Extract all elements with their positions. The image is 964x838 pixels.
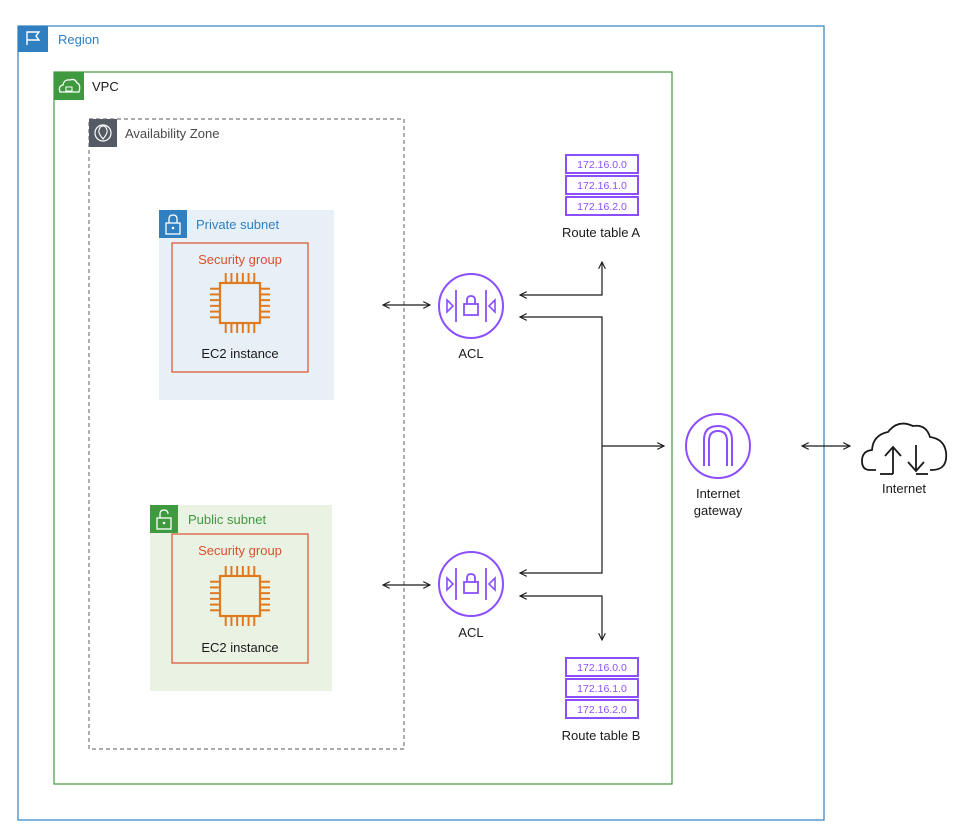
availability-zone-border <box>88 118 405 750</box>
private-subnet-box <box>159 210 334 400</box>
internet-group: Internet <box>861 422 948 496</box>
acl-top-group: ACL <box>438 273 504 361</box>
internet-label: Internet <box>882 481 926 496</box>
route-table-entry-box <box>565 699 639 719</box>
private-ec2-instance-label: EC2 instance <box>201 346 278 361</box>
network-acl-icon <box>438 273 504 339</box>
vpc-border <box>53 71 673 785</box>
ec2-chip-icon <box>210 273 270 333</box>
connectors <box>383 262 850 640</box>
vpc-group: VPC <box>53 71 673 785</box>
padlock-icon <box>150 505 178 533</box>
acl-bottom-group: ACL <box>438 551 504 640</box>
route-table-entry: 172.16.0.0 <box>577 159 627 171</box>
route-table-a-label: Route table A <box>562 225 640 240</box>
public-security-group-label: Security group <box>198 543 282 558</box>
ec2-chip-icon <box>210 566 270 626</box>
map-pin-icon <box>89 119 117 147</box>
region-border <box>17 25 825 821</box>
route-table-entry: 172.16.1.0 <box>577 683 627 695</box>
route-table-entry: 172.16.2.0 <box>577 201 627 213</box>
private-subnet-label: Private subnet <box>196 217 279 232</box>
public-subnet-box <box>150 505 332 691</box>
route-table-entry: 172.16.1.0 <box>577 180 627 192</box>
region-group: Region <box>17 25 825 821</box>
public-ec2-instance-label: EC2 instance <box>201 640 278 655</box>
route-table-entry: 172.16.2.0 <box>577 704 627 716</box>
public-security-group-box <box>171 533 309 664</box>
flag-icon <box>18 26 48 52</box>
cloud-upload-download-icon <box>861 422 948 475</box>
region-label: Region <box>58 32 99 47</box>
acl-top-label: ACL <box>458 346 483 361</box>
availability-zone-label: Availability Zone <box>125 126 219 141</box>
network-acl-icon <box>438 551 504 617</box>
private-subnet-group: Private subnet Security group EC2 instan… <box>159 210 334 400</box>
availability-zone-group: Availability Zone <box>88 118 405 750</box>
route-table-entry-box <box>565 678 639 698</box>
internet-gateway-label-line2: gateway <box>694 503 743 518</box>
public-subnet-group: Public subnet Security group EC2 instanc… <box>150 505 332 691</box>
public-subnet-label: Public subnet <box>188 512 266 527</box>
gateway-arch-icon <box>685 413 751 479</box>
cloud-lock-icon <box>54 72 84 100</box>
route-table-entry-box <box>565 175 639 195</box>
acl-bottom-label: ACL <box>458 625 483 640</box>
arrow-acl-top-to-gateway-path <box>520 317 603 573</box>
arrow-acl-top-to-route-table-a <box>520 262 602 295</box>
arrow-acl-bottom-to-route-table-b <box>520 596 602 640</box>
route-table-b-group: 172.16.0.0 172.16.1.0 172.16.2.0 Route tab… <box>562 657 641 743</box>
route-table-a-group: 172.16.0.0 172.16.1.0 172.16.2.0 Route tab… <box>562 154 640 240</box>
route-table-b-label: Route table B <box>562 728 641 743</box>
private-security-group-label: Security group <box>198 252 282 267</box>
internet-gateway-group: Internet gateway <box>685 413 751 518</box>
route-table-entry-box <box>565 657 639 677</box>
internet-gateway-label-line1: Internet <box>696 486 740 501</box>
route-table-entry-box <box>565 196 639 216</box>
route-table-icon: 172.16.0.0 172.16.1.0 172.16.2.0 <box>565 154 639 216</box>
vpc-label: VPC <box>92 79 119 94</box>
route-table-entry: 172.16.0.0 <box>577 662 627 674</box>
private-security-group-box <box>171 242 309 373</box>
padlock-icon <box>159 210 187 238</box>
route-table-entry-box <box>565 154 639 174</box>
route-table-icon: 172.16.0.0 172.16.1.0 172.16.2.0 <box>565 657 639 719</box>
